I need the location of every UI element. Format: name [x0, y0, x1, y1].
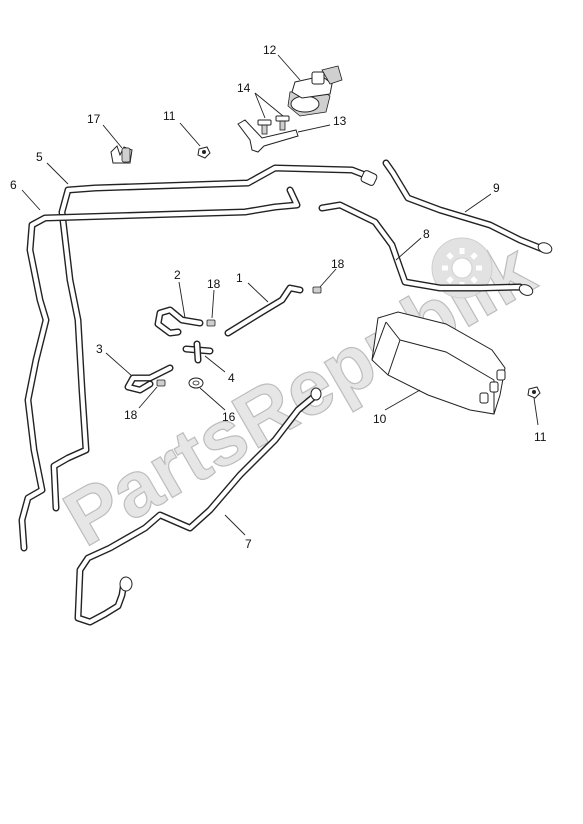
callout-17: 17: [87, 112, 101, 126]
leader-lines: [21, 54, 539, 536]
clip-18-c: [156, 379, 166, 387]
callout-11-top: 11: [163, 109, 176, 123]
callout-8: 8: [423, 227, 430, 241]
purge-valve-12: [287, 65, 343, 117]
clip-18-a: [206, 319, 216, 327]
callout-9: 9: [493, 181, 500, 195]
callout-18-a: 18: [207, 277, 221, 291]
callout-12: 12: [263, 43, 277, 57]
callout-18-c: 18: [124, 408, 138, 422]
callout-3: 3: [96, 342, 103, 356]
pipe-7: [74, 387, 322, 626]
charcoal-canister-10: [371, 311, 506, 415]
t-connector-4: [182, 340, 214, 364]
callout-5: 5: [36, 150, 43, 164]
callout-6: 6: [10, 178, 17, 192]
pipe-5: [50, 164, 378, 512]
callout-1: 1: [236, 271, 243, 285]
fastener-11-right: [527, 386, 541, 399]
callout-11-right: 11: [534, 430, 547, 444]
callout-18-b: 18: [331, 257, 345, 271]
hose-1: [224, 284, 304, 337]
clip-18-b: [312, 286, 322, 294]
bracket-13: [237, 119, 299, 153]
clip-17: [110, 145, 133, 164]
callout-10: 10: [373, 412, 387, 426]
callout-labels: 1 2 3 4 5 6 7 8 9 10 11 11 12 13 14 16 1…: [10, 43, 547, 551]
callout-16: 16: [222, 410, 236, 424]
pipe-6: [18, 186, 301, 552]
callout-2: 2: [174, 268, 181, 282]
fastener-11-top: [197, 146, 211, 159]
hose-3: [124, 364, 174, 394]
callout-7: 7: [245, 537, 252, 551]
clip-16: [188, 377, 204, 389]
hose-2: [154, 306, 204, 337]
bolts-14: [257, 115, 290, 135]
pipe-9: [382, 159, 553, 254]
callout-13: 13: [333, 114, 347, 128]
callout-4: 4: [228, 371, 235, 385]
pipe-8: [318, 201, 534, 296]
callout-14: 14: [237, 81, 251, 95]
